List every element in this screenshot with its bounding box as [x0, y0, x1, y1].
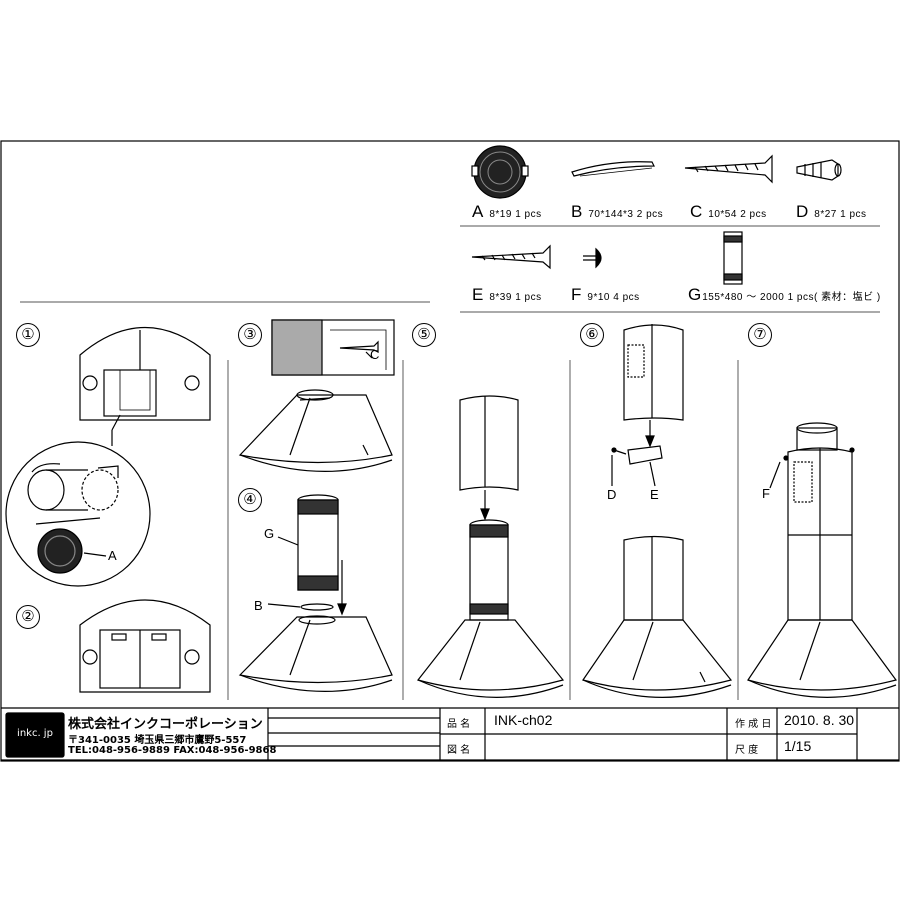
step4-hood-drawing	[238, 615, 393, 692]
callout-a: A	[108, 548, 117, 563]
step-number-5: ⑤	[412, 323, 436, 347]
bracket-strip-icon	[571, 161, 655, 177]
company-name: 株式会社インクコーポレーション	[68, 717, 263, 732]
step7-hood-drawing	[747, 422, 898, 698]
screw-icon	[471, 244, 551, 270]
product-name-label: 品 名	[447, 719, 471, 730]
step5-hood-drawing	[416, 519, 565, 698]
product-name-value: INK-ch02	[494, 712, 553, 728]
step-number-6: ⑥	[580, 323, 604, 347]
scale-label: 尺 度	[735, 745, 759, 756]
sheet-frame	[0, 140, 900, 762]
step-number-7: ⑦	[748, 323, 772, 347]
drawing-name-label: 図 名	[447, 745, 471, 756]
step6-hood-drawing	[582, 535, 733, 698]
callout-g: G	[264, 526, 275, 541]
step1-detail-circle	[5, 430, 151, 587]
callout-b: B	[254, 598, 263, 613]
logo-box	[5, 712, 65, 758]
callout-d: D	[607, 487, 617, 502]
step6-cover-drawing	[623, 324, 684, 448]
small-screw-icon	[583, 247, 602, 269]
company-logo: inkc. jp	[17, 728, 53, 739]
title-block-grid	[1, 707, 899, 761]
scale-value: 1/15	[784, 738, 812, 754]
duct-pipe-icon	[723, 231, 743, 285]
callout-f: F	[762, 486, 770, 501]
step4-pipe-drawing	[267, 494, 347, 616]
part-label-g: G155*480 ～ 2000 1 pcs( 素材：塩ビ )	[688, 285, 881, 304]
callout-c: C	[370, 347, 380, 362]
step-number-4: ④	[238, 488, 262, 512]
step2-hood-drawing	[79, 599, 211, 693]
step-number-1: ①	[16, 323, 40, 347]
step3-ceiling-detail	[271, 319, 395, 376]
step-number-2: ②	[16, 605, 40, 629]
callout-e: E	[650, 487, 659, 502]
step6-bracket-drawing	[611, 445, 663, 487]
wall-plug-icon	[796, 159, 842, 181]
date-value: 2010. 8. 30	[784, 712, 855, 728]
step3-hood-drawing	[238, 389, 393, 472]
step1-hood-drawing	[79, 327, 211, 431]
step5-cover-drawing	[459, 395, 519, 521]
filter-icon	[471, 145, 529, 199]
date-label: 作 成 日	[735, 719, 772, 730]
company-address: 〒341-0035 埼玉県三郷市鷹野5-557	[68, 735, 247, 746]
company-phone: TEL:048-956-9889 FAX:048-956-9868	[68, 745, 277, 756]
long-screw-icon	[684, 154, 773, 184]
step-number-3: ③	[238, 323, 262, 347]
